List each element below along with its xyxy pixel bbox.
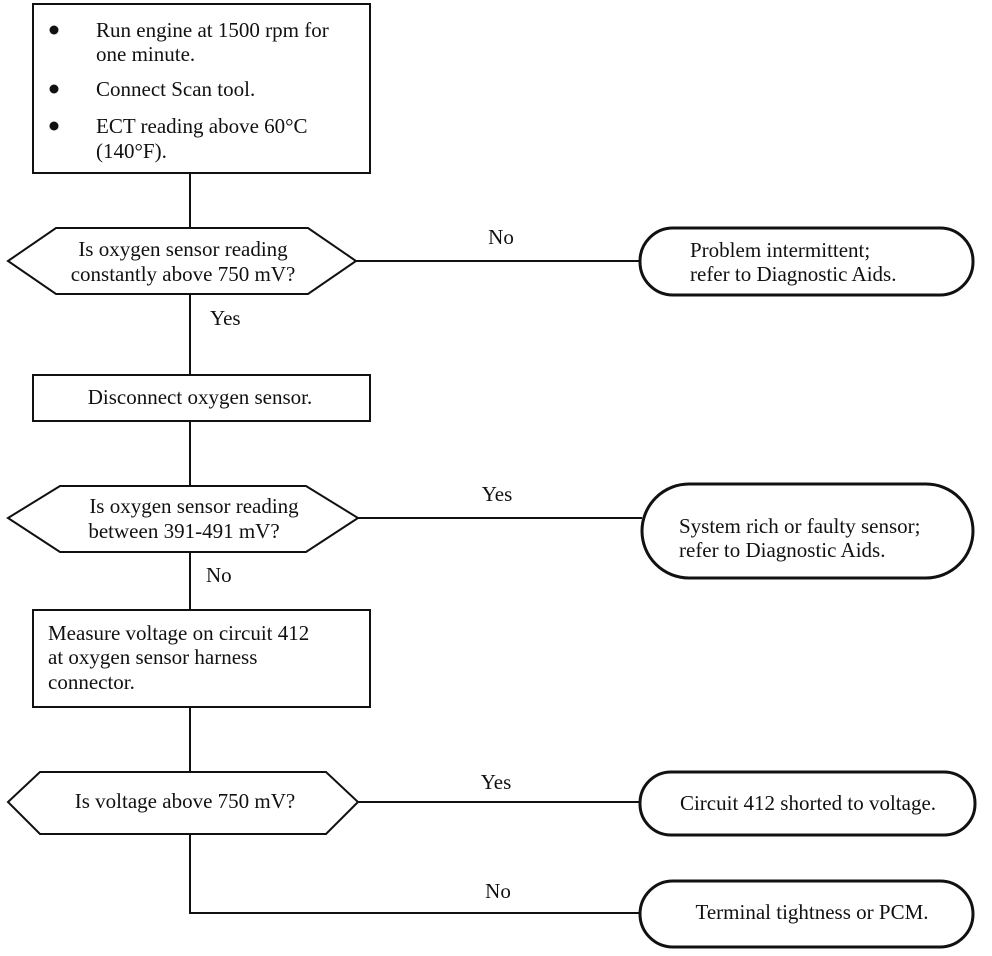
terminal-tightness-pcm: Terminal tightness or PCM.: [638, 879, 975, 949]
bullet-1-line-2: one minute.: [96, 42, 195, 66]
decision-2-no-label: No: [206, 563, 232, 587]
terminal-circuit-shorted: Circuit 412 shorted to voltage.: [638, 770, 977, 837]
decision-1-hexagon: [6, 227, 358, 295]
decision-2-hexagon: [6, 485, 360, 553]
terminal-system-rich: System rich or faulty sensor; refer to D…: [640, 482, 975, 580]
decision-2-line-1: Is oxygen sensor reading: [89, 494, 299, 518]
decision-2-yes-label: Yes: [482, 482, 513, 506]
step-disconnect-text: Disconnect oxygen sensor.: [88, 385, 313, 409]
decision-2-line-2: between 391-491 mV?: [88, 519, 279, 543]
decision-3-yes-label: Yes: [481, 770, 512, 794]
connectors: [189, 173, 642, 914]
decision-1-yes-label: Yes: [210, 306, 241, 330]
bullet-dot: [49, 121, 59, 131]
bullet-3-line-1: ECT reading above 60°C: [96, 114, 308, 138]
terminal-1-line-1: Problem intermittent;: [690, 238, 870, 262]
decision-3: Is voltage above 750 mV?: [6, 771, 360, 835]
terminal-problem-intermittent: Problem intermittent; refer to Diagnosti…: [638, 226, 975, 297]
terminal-4-text: Terminal tightness or PCM.: [695, 900, 928, 924]
bullet-2-line-1: Connect Scan tool.: [96, 77, 255, 101]
step-measure-line-2: at oxygen sensor harness: [48, 645, 257, 669]
terminal-2-line-2: refer to Diagnostic Aids.: [679, 538, 885, 562]
decision-3-hexagon: [6, 771, 360, 835]
terminal-3-oval: [638, 770, 977, 837]
connector-decision-3-no: [189, 834, 640, 914]
step-measure-line-1: Measure voltage on circuit 412: [48, 621, 309, 645]
decision-3-no-label: No: [485, 879, 511, 903]
decision-1: Is oxygen sensor reading constantly abov…: [6, 227, 358, 295]
terminal-2-oval: [640, 482, 975, 580]
step-measure-line-3: connector.: [48, 670, 135, 694]
decision-3-text: Is voltage above 750 mV?: [75, 789, 295, 813]
step-disconnect-sensor: Disconnect oxygen sensor.: [32, 374, 371, 422]
step-measure-voltage: Measure voltage on circuit 412 at oxygen…: [32, 609, 371, 708]
terminal-4-oval: [638, 879, 975, 949]
terminal-2-line-1: System rich or faulty sensor;: [679, 514, 920, 538]
decision-1-no-label: No: [488, 225, 514, 249]
terminal-3-text: Circuit 412 shorted to voltage.: [680, 791, 936, 815]
step-disconnect-frame: [32, 374, 371, 422]
terminal-1-line-2: refer to Diagnostic Aids.: [690, 262, 896, 286]
decision-2: Is oxygen sensor reading between 391-491…: [6, 485, 360, 553]
decision-1-line-1: Is oxygen sensor reading: [78, 237, 288, 261]
decision-1-line-2: constantly above 750 mV?: [71, 262, 296, 286]
start-box-frame: [32, 3, 371, 174]
bullet-1-line-1: Run engine at 1500 rpm for: [96, 18, 329, 42]
bullet-dot: [49, 84, 59, 94]
start-box: Run engine at 1500 rpm for one minute. C…: [32, 3, 371, 174]
bullet-3-line-2: (140°F).: [96, 139, 167, 163]
terminal-1-oval: [638, 226, 975, 297]
bullet-dot: [49, 25, 59, 35]
step-measure-frame: [32, 609, 371, 708]
